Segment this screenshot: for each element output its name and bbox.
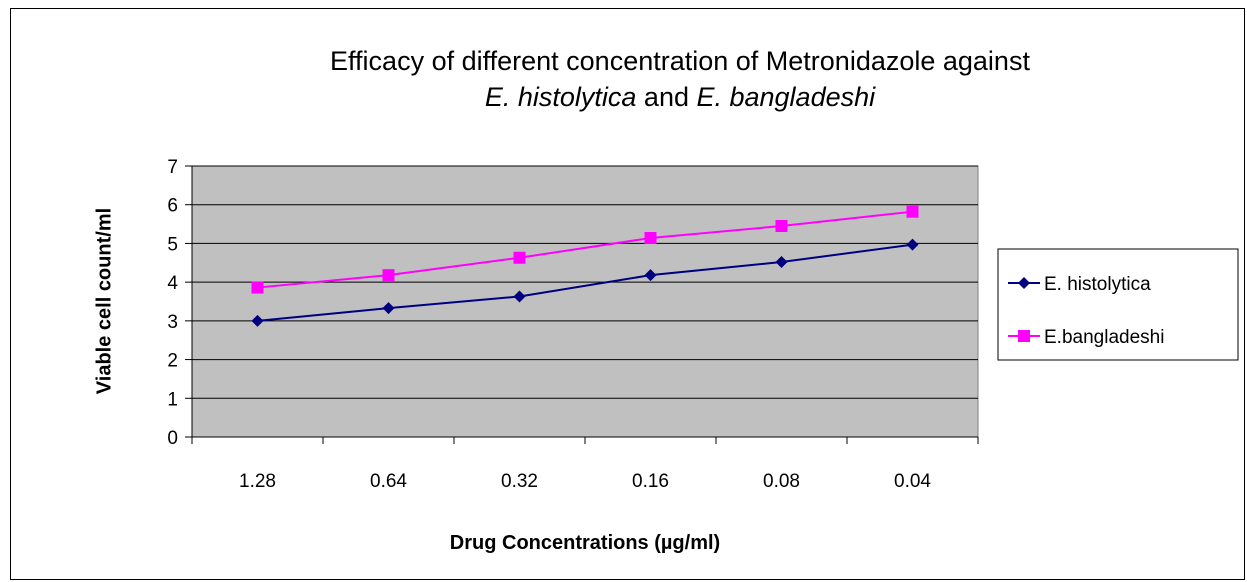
legend-label-0: E. histolytica: [1044, 274, 1151, 295]
y-tick-label-2: 2: [167, 351, 178, 372]
title-species-histolytica: E. histolytica: [485, 82, 637, 112]
series-1-point-1: [382, 269, 395, 282]
y-tick-label-7: 7: [167, 157, 178, 178]
legend-item-0: E. histolytica: [1008, 274, 1151, 295]
series-1-point-0: [251, 281, 264, 294]
series-0-point-2: [513, 290, 526, 303]
x-tick-label-0.08: 0.08: [763, 471, 800, 492]
series-0-point-0: [251, 314, 264, 327]
x-tick-label-0.64: 0.64: [370, 471, 407, 492]
legend-box: [997, 248, 1239, 361]
y-tick-label-5: 5: [167, 234, 178, 255]
series-line-1: [257, 210, 913, 289]
series-line-0: [257, 243, 913, 322]
legend-marker-1: [1018, 330, 1030, 342]
series-0-point-3: [644, 269, 657, 282]
series-1: [251, 205, 919, 294]
series-0: [251, 238, 919, 327]
plot-area: [191, 165, 979, 438]
y-tick-label-6: 6: [167, 196, 178, 217]
chart-title-line1: Efficacy of different concentration of M…: [330, 46, 1030, 76]
series-1-point-2: [513, 251, 526, 264]
legend-marker-0: [1018, 277, 1030, 289]
y-tick-label-4: 4: [167, 273, 178, 294]
y-axis-title: Viable cell count/ml: [93, 208, 115, 394]
series-1-point-4: [775, 220, 788, 233]
legend-label-1: E.bangladeshi: [1044, 327, 1164, 348]
legend-item-1: E.bangladeshi: [1008, 327, 1164, 348]
x-tick-labels: 1.28 0.64 0.32 0.16 0.08 0.04: [239, 471, 931, 492]
x-tick-label-0.04: 0.04: [894, 471, 931, 492]
y-tick-label-1: 1: [167, 389, 178, 410]
series-0-point-5: [906, 238, 919, 251]
x-axis-title: Drug Concentrations (µg/ml): [450, 532, 720, 554]
x-tick-label-0.16: 0.16: [632, 471, 669, 492]
x-tick-label-1.28: 1.28: [239, 471, 276, 492]
axes: [185, 165, 979, 444]
series-0-point-4: [775, 256, 788, 269]
series-layer: [251, 205, 919, 327]
chart-title-line2: E. histolytica and E. bangladeshi: [485, 82, 876, 112]
x-tick-label-0.32: 0.32: [501, 471, 538, 492]
gridlines: [192, 165, 978, 399]
title-conjunction: and: [636, 82, 696, 112]
series-1-point-5: [906, 205, 919, 218]
series-1-point-3: [644, 232, 657, 245]
series-0-point-1: [382, 302, 395, 315]
y-tick-labels: 0 1 2 3 4 5 6 7: [167, 157, 178, 449]
y-tick-label-3: 3: [167, 312, 178, 333]
y-tick-label-0: 0: [167, 428, 178, 449]
title-species-bangladeshi: E. bangladeshi: [696, 82, 876, 112]
